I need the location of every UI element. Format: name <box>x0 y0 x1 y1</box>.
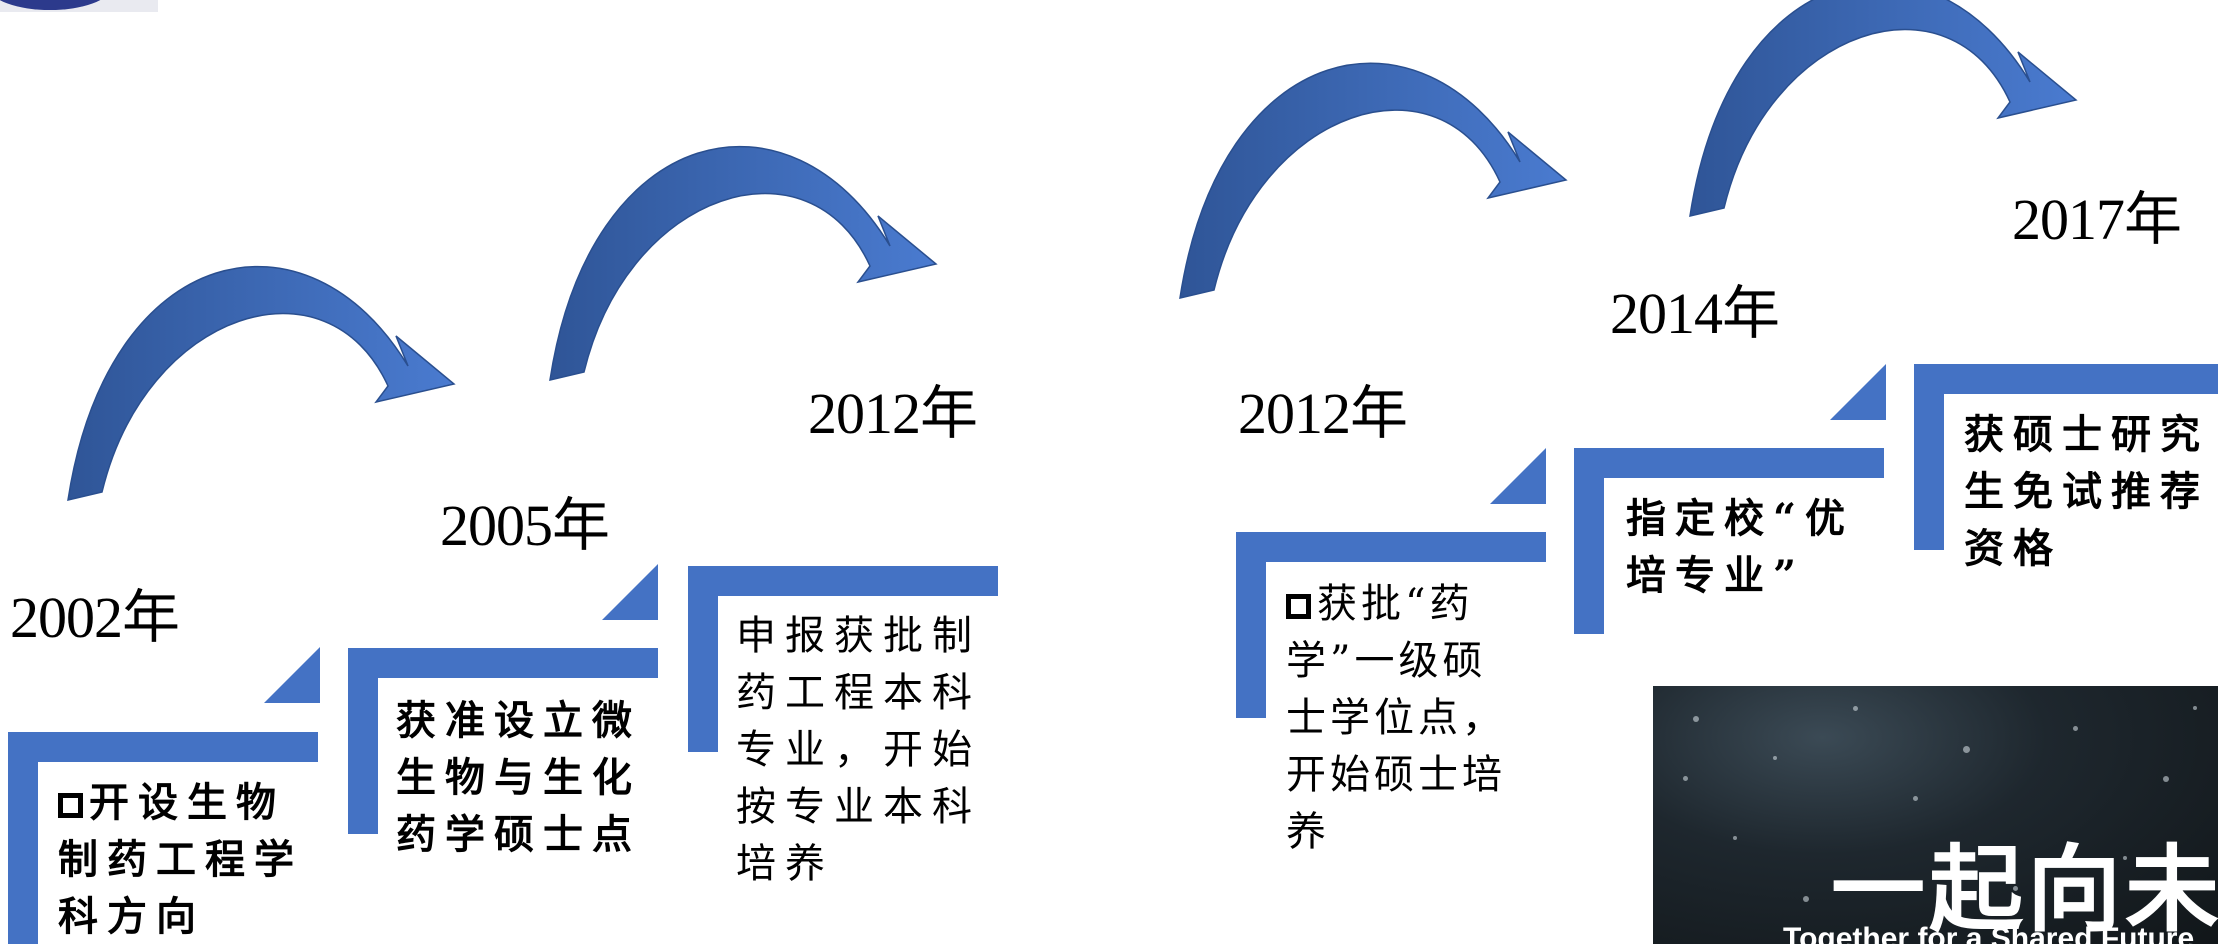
snow-speck <box>1803 896 1809 902</box>
checkbox-icon <box>58 793 83 818</box>
step-bracket <box>1914 364 2218 550</box>
snow-speck <box>2123 856 2127 860</box>
milestone-description: 指定校“优培专业” <box>1626 495 1855 599</box>
step-bracket <box>1236 532 1546 718</box>
year-label-2002: 2002年 <box>10 585 180 650</box>
step-bracket <box>8 732 318 944</box>
olympic-slogan-photo: 一起向未来 Together for a Shared Future <box>1653 686 2218 944</box>
snow-speck <box>2163 776 2169 782</box>
checkbox-icon <box>1286 594 1311 619</box>
year-label-2017: 2017年 <box>2012 187 2182 252</box>
step-triangle <box>1830 364 1886 420</box>
snow-speck <box>1773 756 1777 760</box>
year-label-2014: 2014年 <box>1610 281 1780 346</box>
snow-speck <box>1853 706 1858 711</box>
step-triangle <box>1490 448 1546 504</box>
milestone-description: 开设生物制药工程学科方向 <box>58 779 303 940</box>
curved-arrow-icon <box>1689 0 2078 217</box>
step-bracket <box>348 648 658 834</box>
milestone-description: 获准设立微生物与生化药学硕士点 <box>396 697 641 858</box>
snow-speck <box>1733 836 1737 840</box>
curved-arrow-icon <box>549 145 938 381</box>
snow-speck <box>1693 716 1699 722</box>
snow-speck <box>1913 796 1918 801</box>
year-label-2005: 2005年 <box>440 493 610 558</box>
year-label-2012: 2012年 <box>808 381 978 446</box>
milestone-description: 申报获批制药工程本科专业，开始按专业本科培养 <box>736 613 981 887</box>
snow-speck <box>2013 886 2018 891</box>
photo-title: 一起向未来 <box>1831 836 2218 944</box>
snow-speck <box>2193 706 2197 710</box>
milestone-description: 获批“药学”一级硕士学位点，开始硕士培养 <box>1286 581 1506 855</box>
curved-arrow-icon <box>67 265 456 501</box>
snow-speck <box>1683 776 1688 781</box>
year-label-2012-b: 2012年 <box>1238 381 1408 446</box>
snow-speck <box>1963 746 1970 753</box>
step-triangle <box>602 564 658 620</box>
corner-logo <box>0 0 158 12</box>
milestone-description: 获硕士研究生免试推荐资格 <box>1964 411 2209 572</box>
step-triangle <box>264 647 320 703</box>
photo-subtitle: Together for a Shared Future <box>1783 922 2195 944</box>
step-bracket <box>688 566 998 752</box>
curved-arrow-icon <box>1179 62 1568 299</box>
step-bracket <box>1574 448 1884 634</box>
snow-speck <box>2073 726 2078 731</box>
